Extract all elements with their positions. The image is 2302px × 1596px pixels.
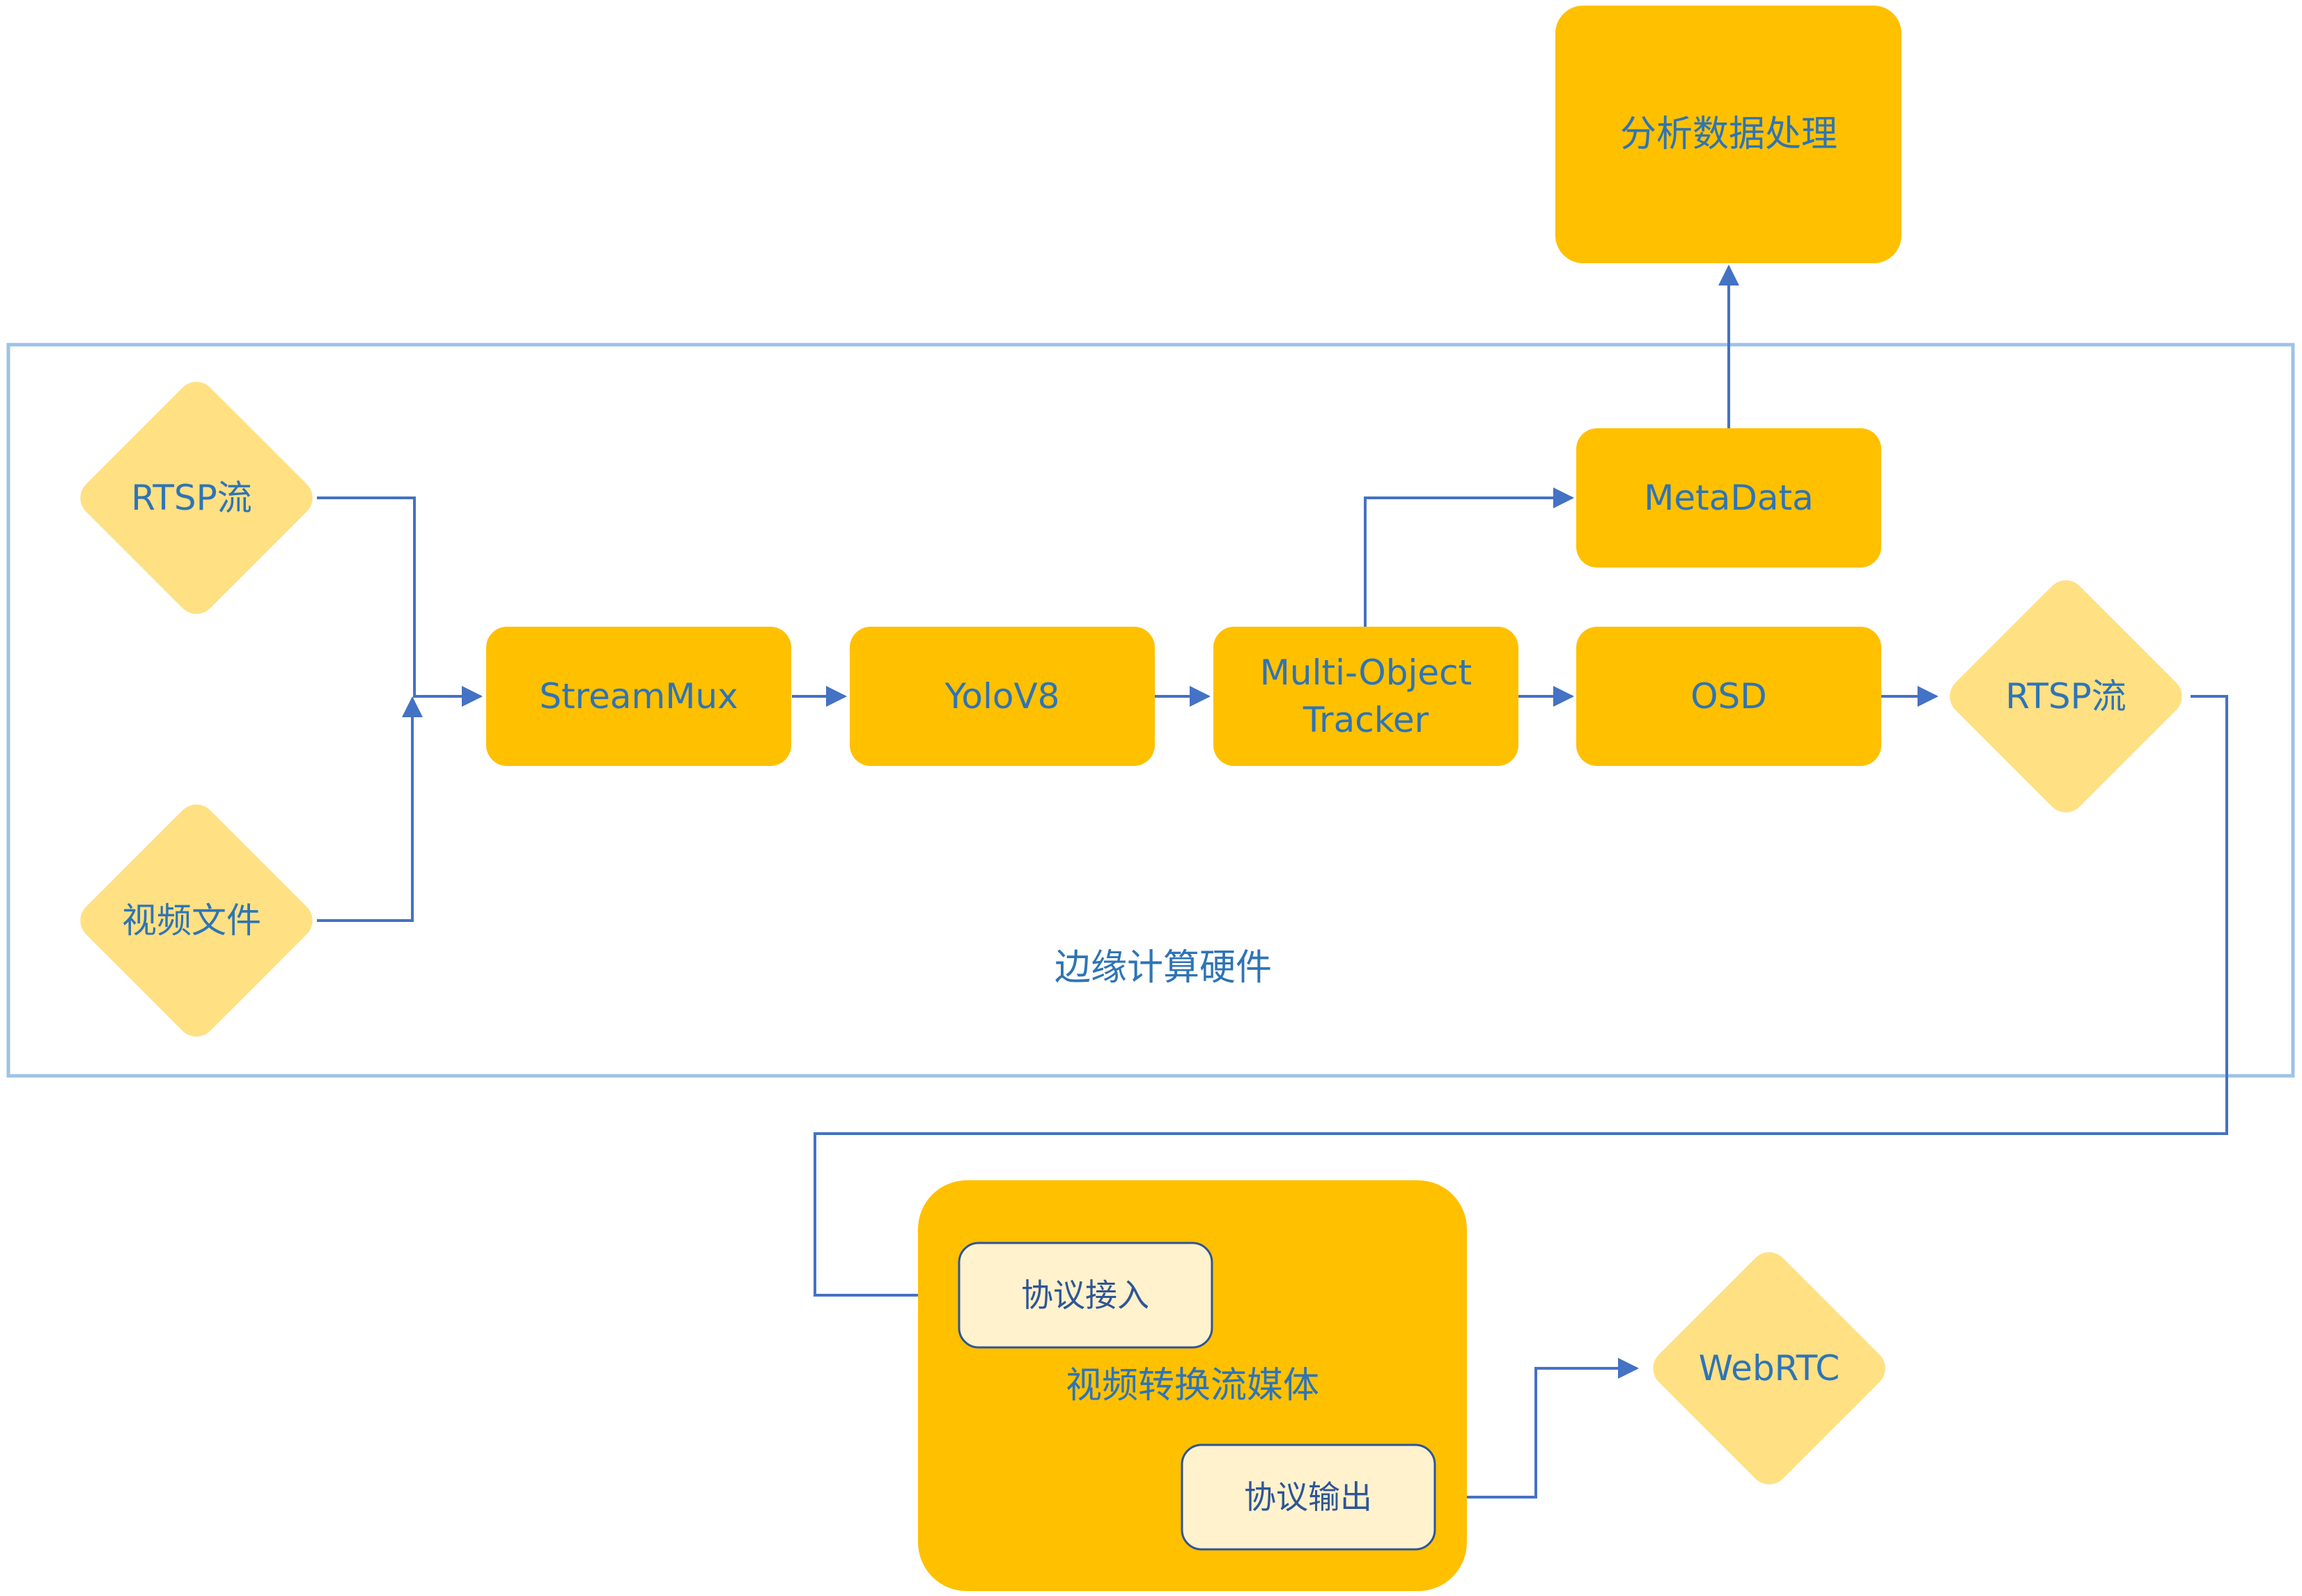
osd-box: OSD — [1576, 627, 1881, 766]
connector-protocol-out-to-webrtc — [1435, 1358, 1639, 1499]
rtsp-output-label: RTSP流 — [2005, 676, 2126, 717]
video-file-label: 视频文件 — [122, 900, 261, 941]
metadata-box: MetaData — [1576, 428, 1881, 568]
connector-rtsp-to-streammux — [317, 496, 483, 707]
protocol-out-label: 协议输出 — [1244, 1478, 1372, 1516]
video-file-diamond: 视频文件 — [80, 804, 313, 1037]
edge-computing-frame — [6, 343, 2295, 1078]
edge-computing-label: 边缘计算硬件 — [1055, 947, 1272, 989]
analysis-box: 分析数据处理 — [1555, 6, 1902, 263]
streammux-box: StreamMux — [486, 627, 791, 766]
connector-tracker-to-metadata — [1364, 487, 1574, 627]
tracker-label-line2: Tracker — [1302, 700, 1429, 740]
protocol-in-label: 协议接入 — [1021, 1276, 1149, 1314]
rtsp-input-diamond: RTSP流 — [80, 382, 313, 614]
tracker-label-line1: Multi-Object — [1260, 652, 1472, 693]
webrtc-diamond: WebRTC — [1653, 1252, 1885, 1485]
rtsp-output-diamond: RTSP流 — [1950, 580, 2182, 813]
webrtc-label: WebRTC — [1699, 1348, 1840, 1388]
analysis-label: 分析数据处理 — [1620, 114, 1837, 155]
tracker-box: Multi-Object Tracker — [1213, 627, 1518, 766]
connector-videofile-to-streammux — [317, 696, 423, 922]
protocol-out-box: 协议输出 — [1181, 1444, 1436, 1551]
yolov8-label: YoloV8 — [944, 676, 1060, 717]
streammux-label: StreamMux — [539, 676, 738, 717]
rtsp-input-label: RTSP流 — [131, 478, 252, 518]
metadata-label: MetaData — [1644, 478, 1814, 518]
connector-rtsp-out-to-protocol-in — [814, 695, 2228, 1306]
osd-label: OSD — [1690, 676, 1767, 717]
media-conversion-label: 视频转换流媒体 — [1066, 1365, 1319, 1407]
yolov8-box: YoloV8 — [850, 627, 1155, 766]
protocol-in-box: 协议接入 — [958, 1242, 1213, 1349]
